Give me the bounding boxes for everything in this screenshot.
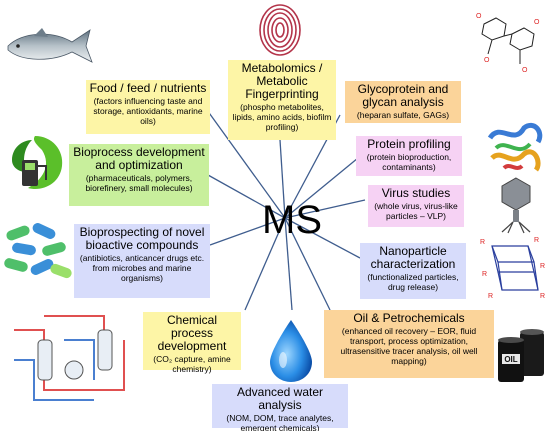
bioprospect-box: Bioprospecting of novel bioactive compou… <box>74 224 210 298</box>
center-ms-label: MS <box>262 198 322 242</box>
fingerprint-icon <box>259 4 301 56</box>
capsules-icon <box>4 223 72 279</box>
bioprospect-subtitle: (antibiotics, anticancer drugs etc. from… <box>79 253 205 283</box>
siloxane-structure-icon: R R R R R R <box>480 237 545 300</box>
virus-subtitle: (whole virus, virus-like particles – VLP… <box>374 201 458 221</box>
food-box: Food / feed / nutrients (factors influen… <box>86 80 210 134</box>
metabolomics-subtitle: (phospho metabolites, lipids, amino acid… <box>232 102 332 132</box>
glycan-structure-icon: O O O O <box>476 13 540 74</box>
glyco-title: Glycoprotein and glycan analysis <box>357 82 449 109</box>
ray <box>244 217 286 311</box>
protein-box: Protein profiling (protein bioproduction… <box>356 136 462 176</box>
metabolomics-title: Metabolomics / Metabolic Fingerprinting <box>241 61 323 101</box>
water-box: Advanced water analysis (NOM, DOM, trace… <box>212 384 348 431</box>
protein-subtitle: (protein bioproduction, contaminants) <box>366 152 452 172</box>
glyco-subtitle: (heparan sulfate, GAGs) <box>356 110 450 120</box>
svg-text:R: R <box>480 239 485 246</box>
ray <box>284 217 331 311</box>
bioprospect-title: Bioprospecting of novel bioactive compou… <box>79 225 205 252</box>
fuel-pump-leaf-icon <box>12 136 63 190</box>
svg-text:R: R <box>482 271 487 278</box>
ray <box>284 157 359 219</box>
oil-barrels-icon: OIL <box>498 329 544 382</box>
protein-title: Protein profiling <box>367 137 451 151</box>
svg-text:O: O <box>476 13 482 20</box>
svg-text:R: R <box>488 293 493 300</box>
ray <box>284 199 366 219</box>
chemical-subtitle: (CO₂ capture, amine chemistry) <box>153 354 231 374</box>
bioprocess-title: Bioprocess development and optimization <box>73 145 205 172</box>
svg-text:O: O <box>522 67 528 74</box>
oil-box: Oil & Petrochemicals (enhanced oil recov… <box>324 310 494 378</box>
ray <box>209 217 286 246</box>
virus-box: Virus studies (whole virus, virus-like p… <box>368 185 464 227</box>
svg-text:R: R <box>534 237 539 244</box>
glyco-box: Glycoprotein and glycan analysis (hepara… <box>345 81 461 123</box>
ray <box>206 109 286 219</box>
ray <box>279 139 286 219</box>
chemical-title: Chemical process development <box>157 313 227 353</box>
ray <box>284 217 361 259</box>
svg-text:O: O <box>534 19 540 26</box>
ray <box>207 174 286 219</box>
food-subtitle: (factors influencing taste and storage, … <box>93 96 203 126</box>
oil-subtitle: (enhanced oil recovery – EOR, fluid tran… <box>340 326 478 366</box>
water-drop-icon <box>270 320 312 382</box>
bioprocess-box: Bioprocess development and optimization … <box>69 144 209 206</box>
svg-text:R: R <box>540 293 545 300</box>
ray <box>284 217 293 311</box>
bioprocess-subtitle: (pharmaceuticals, polymers, biorefinery,… <box>85 173 193 193</box>
oil-barrel-label: OIL <box>504 355 517 364</box>
virus-title: Virus studies <box>381 186 451 200</box>
svg-text:O: O <box>484 57 490 64</box>
water-title: Advanced water analysis <box>236 385 324 412</box>
food-title: Food / feed / nutrients <box>89 81 207 95</box>
water-subtitle: (NOM, DOM, trace analytes, emergent chem… <box>226 413 334 431</box>
process-flow-diagram-icon <box>4 300 142 412</box>
chemical-box: Chemical process development (CO₂ captur… <box>143 312 241 374</box>
nano-subtitle: (functionalized particles, drug release) <box>367 272 459 292</box>
nano-title: Nanoparticle characterization <box>370 244 456 271</box>
metabolomics-box: Metabolomics / Metabolic Fingerprinting … <box>228 60 336 140</box>
svg-text:R: R <box>540 263 545 270</box>
protein-ribbon-icon <box>487 122 543 172</box>
fish-icon <box>7 28 93 63</box>
nano-box: Nanoparticle characterization (functiona… <box>360 243 466 299</box>
virus-icon <box>501 177 531 234</box>
oil-title: Oil & Petrochemicals <box>353 311 465 325</box>
